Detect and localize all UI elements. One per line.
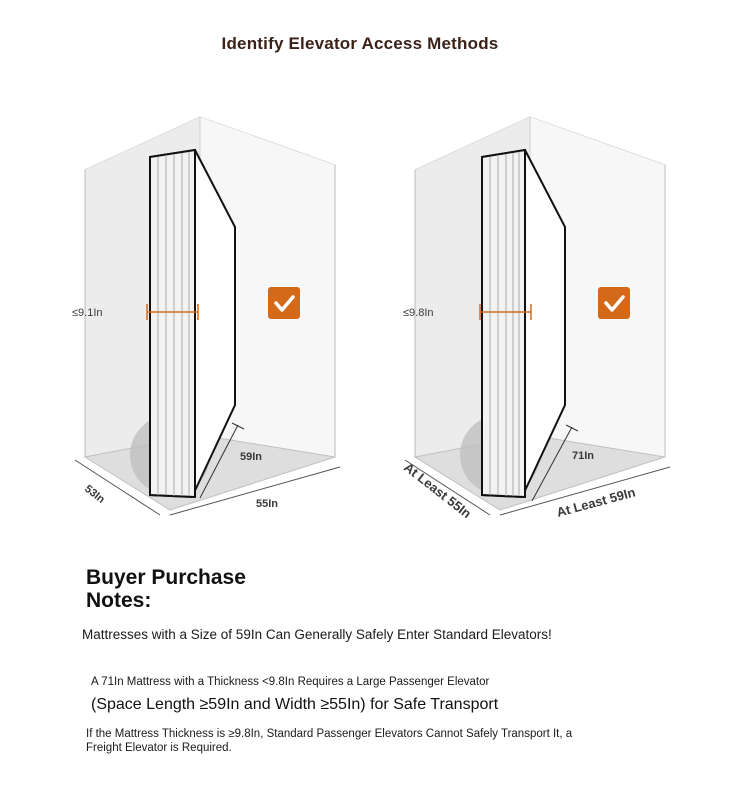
checkmark-icon — [604, 295, 625, 312]
note-large-elevator: A 71In Mattress with a Thickness <9.8In … — [91, 676, 490, 688]
height-label: 71In — [572, 450, 594, 462]
page-title: Identify Elevator Access Methods — [221, 34, 499, 53]
thickness-label: ≤9.8In — [403, 307, 434, 319]
notes-heading: Buyer Purchase Notes: — [86, 566, 246, 612]
width-label: At Least 59In — [555, 484, 637, 519]
elevator-diagram-large: ≤9.8In 71In At Least 55In At Least 59In — [400, 105, 740, 535]
elevator-diagram-standard: ≤9.1In 59In 53In 55In — [70, 105, 410, 535]
height-label: 59In — [240, 451, 262, 463]
note-space-requirement: (Space Length ≥59In and Width ≥55In) for… — [91, 696, 499, 713]
note-standard-elevator: Mattresses with a Size of 59In Can Gener… — [82, 627, 552, 642]
check-badge — [268, 287, 300, 319]
elevator-box-right: ≤9.8In 71In At Least 55In At Least 59In — [401, 116, 671, 521]
checkmark-icon — [274, 295, 295, 312]
thickness-label: ≤9.1In — [72, 307, 103, 319]
note-freight-elevator: If the Mattress Thickness is ≥9.8In, Sta… — [86, 728, 573, 754]
check-badge — [598, 287, 630, 319]
width-label: 55In — [256, 498, 278, 510]
depth-label: 53In — [82, 483, 107, 506]
elevator-box-left: ≤9.1In 59In 53In 55In — [72, 116, 341, 516]
